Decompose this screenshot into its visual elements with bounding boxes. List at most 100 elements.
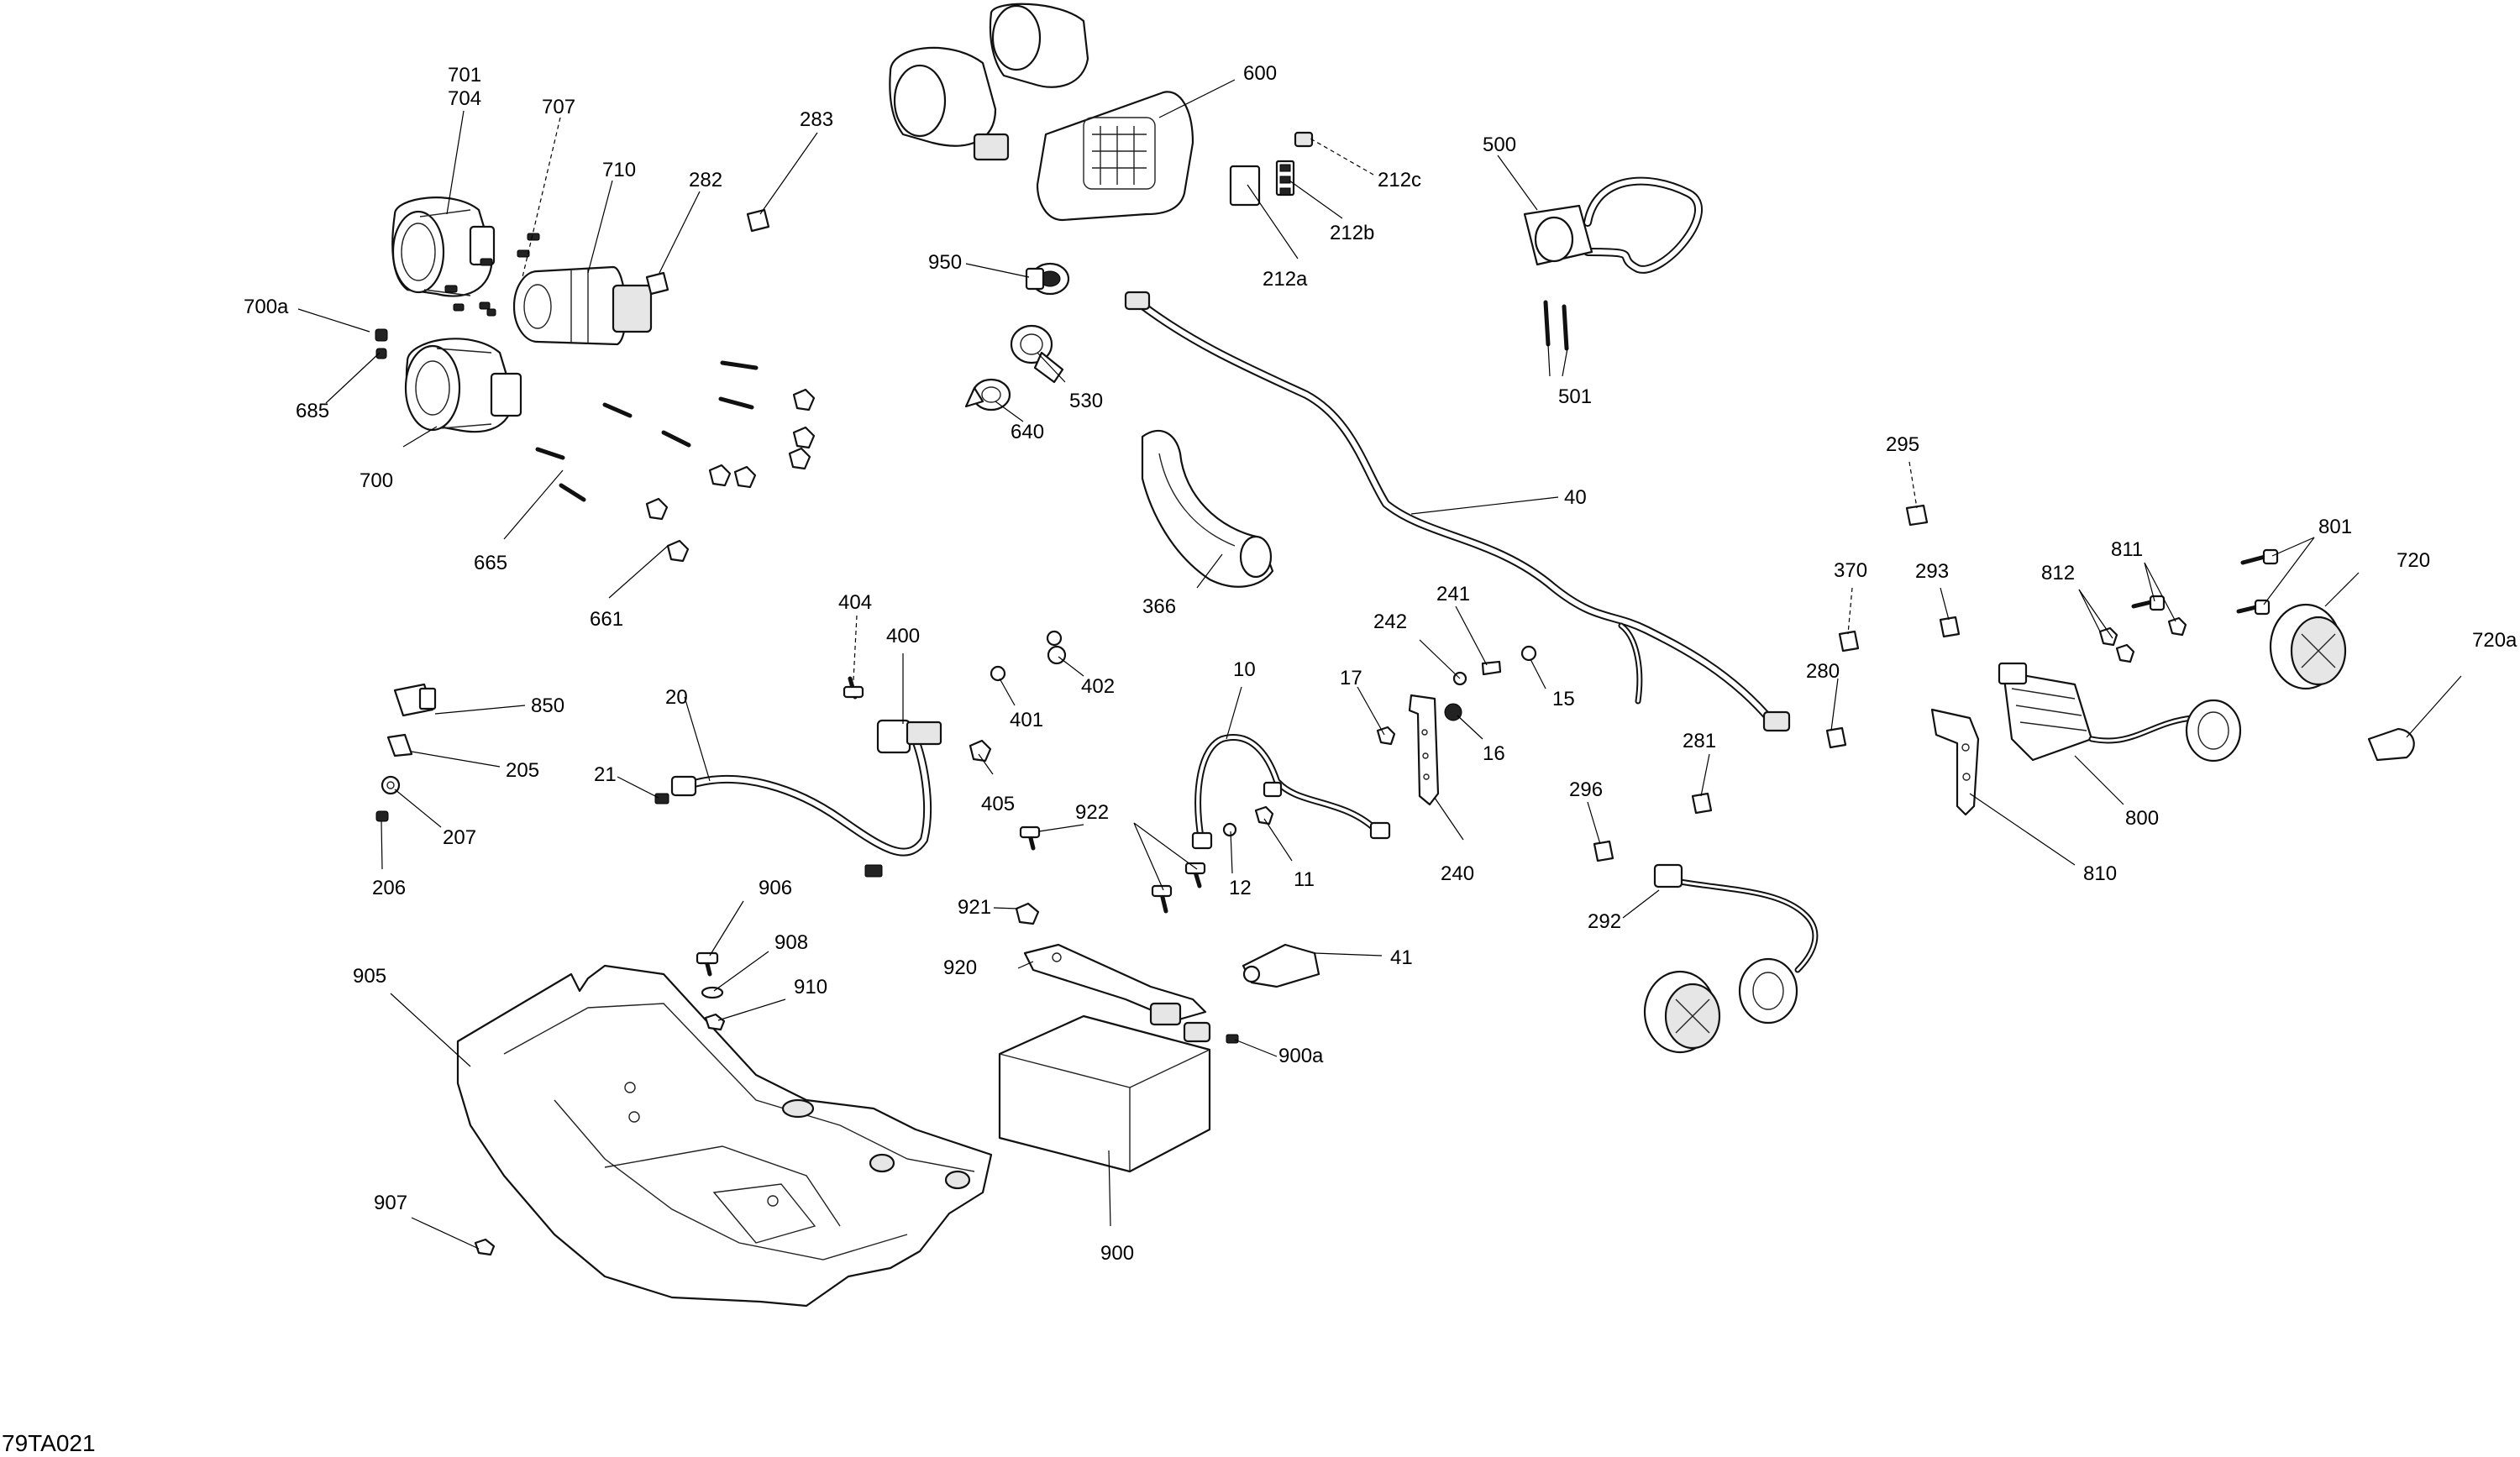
clips-right [1593,504,1961,862]
callout-707: 707 [542,96,575,118]
callout-500: 500 [1483,134,1516,156]
fasteners-801-812 [2098,548,2279,663]
callout-207: 207 [443,826,476,849]
diagram-code: 79TA021 [2,1430,96,1456]
callout-704: 704 [448,87,481,110]
battery-terminal-41 [1242,943,1320,988]
clip-283 [746,208,770,233]
callout-212a: 212a [1263,268,1308,291]
callout-283: 283 [800,108,833,131]
callout-10: 10 [1233,658,1256,681]
callout-11: 11 [1294,868,1315,891]
callout-801: 801 [2318,516,2352,538]
callout-366: 366 [1142,595,1176,618]
nut-206 [375,810,389,822]
callout-280: 280 [1806,660,1840,683]
battery-holder-920 [1023,943,1207,1022]
callout-811: 811 [2111,538,2143,561]
callout-922: 922 [1075,801,1109,824]
screws-707 [375,233,540,359]
callout-700: 700 [360,469,393,492]
callout-900: 900 [1100,1242,1134,1265]
callout-800: 800 [2125,807,2159,830]
bracket-240 [1408,694,1440,806]
callout-905: 905 [353,965,386,988]
callout-242: 242 [1373,611,1407,633]
callout-241: 241 [1436,583,1470,605]
callout-700a: 700a [244,296,289,318]
power-socket-950 [1025,262,1070,296]
callout-401: 401 [1010,709,1043,731]
callout-400: 400 [886,625,920,647]
callout-12: 12 [1229,877,1252,899]
callout-41: 41 [1390,946,1413,969]
callout-212c: 212c [1378,169,1421,191]
main-wire-harness [1124,291,1791,732]
socket-640 [964,378,1011,411]
callout-212b: 212b [1330,222,1374,244]
callout-16: 16 [1483,742,1505,765]
callout-240: 240 [1441,862,1474,885]
callout-920: 920 [943,956,977,979]
callout-205: 205 [506,759,539,782]
callout-921: 921 [958,896,991,919]
cable-10 [1191,734,1391,850]
relay-850 [393,683,437,717]
callout-720: 720 [2397,549,2430,572]
tray-905 [456,964,993,1308]
callout-281: 281 [1683,730,1716,752]
callout-812: 812 [2041,562,2075,584]
callout-701: 701 [448,64,481,86]
callout-293: 293 [1915,560,1949,583]
callout-720a: 720a [2472,629,2517,652]
connector-212 [1229,131,1314,207]
callout-40: 40 [1564,486,1587,509]
callout-950: 950 [928,251,962,274]
callout-640: 640 [1011,421,1044,443]
callout-600: 600 [1243,62,1277,85]
callout-900a: 900a [1278,1045,1324,1067]
callout-402: 402 [1081,675,1115,698]
callout-296: 296 [1569,778,1603,801]
headlight-motor-part [512,265,653,346]
callout-206: 206 [372,877,406,899]
callout-404: 404 [838,591,872,614]
bracket-810 [1930,708,1980,816]
bulb-720a [2367,727,2415,762]
battery-cable-20 [654,719,942,878]
callout-908: 908 [774,931,808,954]
callout-282: 282 [689,169,722,191]
callout-530: 530 [1069,390,1103,412]
headlight-part [404,338,522,433]
callout-906: 906 [759,877,792,899]
fog-light-292 [1643,863,1819,1054]
light-720 [2269,603,2347,690]
bracket-205 [386,733,413,757]
callout-15: 15 [1552,688,1575,710]
headlight-housing-part [391,197,496,297]
callout-810: 810 [2083,862,2117,885]
callout-17: 17 [1340,667,1362,689]
fasteners-11-12 [1222,805,1274,837]
air-duct-366 [1141,429,1274,588]
battery-900 [998,1002,1239,1173]
leader-lines [297,79,2462,1250]
module-500 [1523,176,1703,351]
bolts-and-nuts [535,360,816,563]
gauge-cluster-part [889,3,1194,222]
callout-710: 710 [602,159,636,181]
module-800 [1998,662,2242,763]
fasteners-240-group [1376,645,1537,746]
small-fasteners [843,630,1067,763]
callout-295: 295 [1886,433,1919,456]
fasteners-906-910 [474,951,726,1256]
callout-20: 20 [665,686,688,709]
callout-665: 665 [474,552,507,574]
callout-501: 501 [1558,385,1592,408]
callout-685: 685 [296,400,329,422]
socket-530 [1010,324,1064,384]
bolts-922-921 [1015,825,1206,925]
callout-405: 405 [981,793,1015,815]
callout-850: 850 [531,694,564,717]
